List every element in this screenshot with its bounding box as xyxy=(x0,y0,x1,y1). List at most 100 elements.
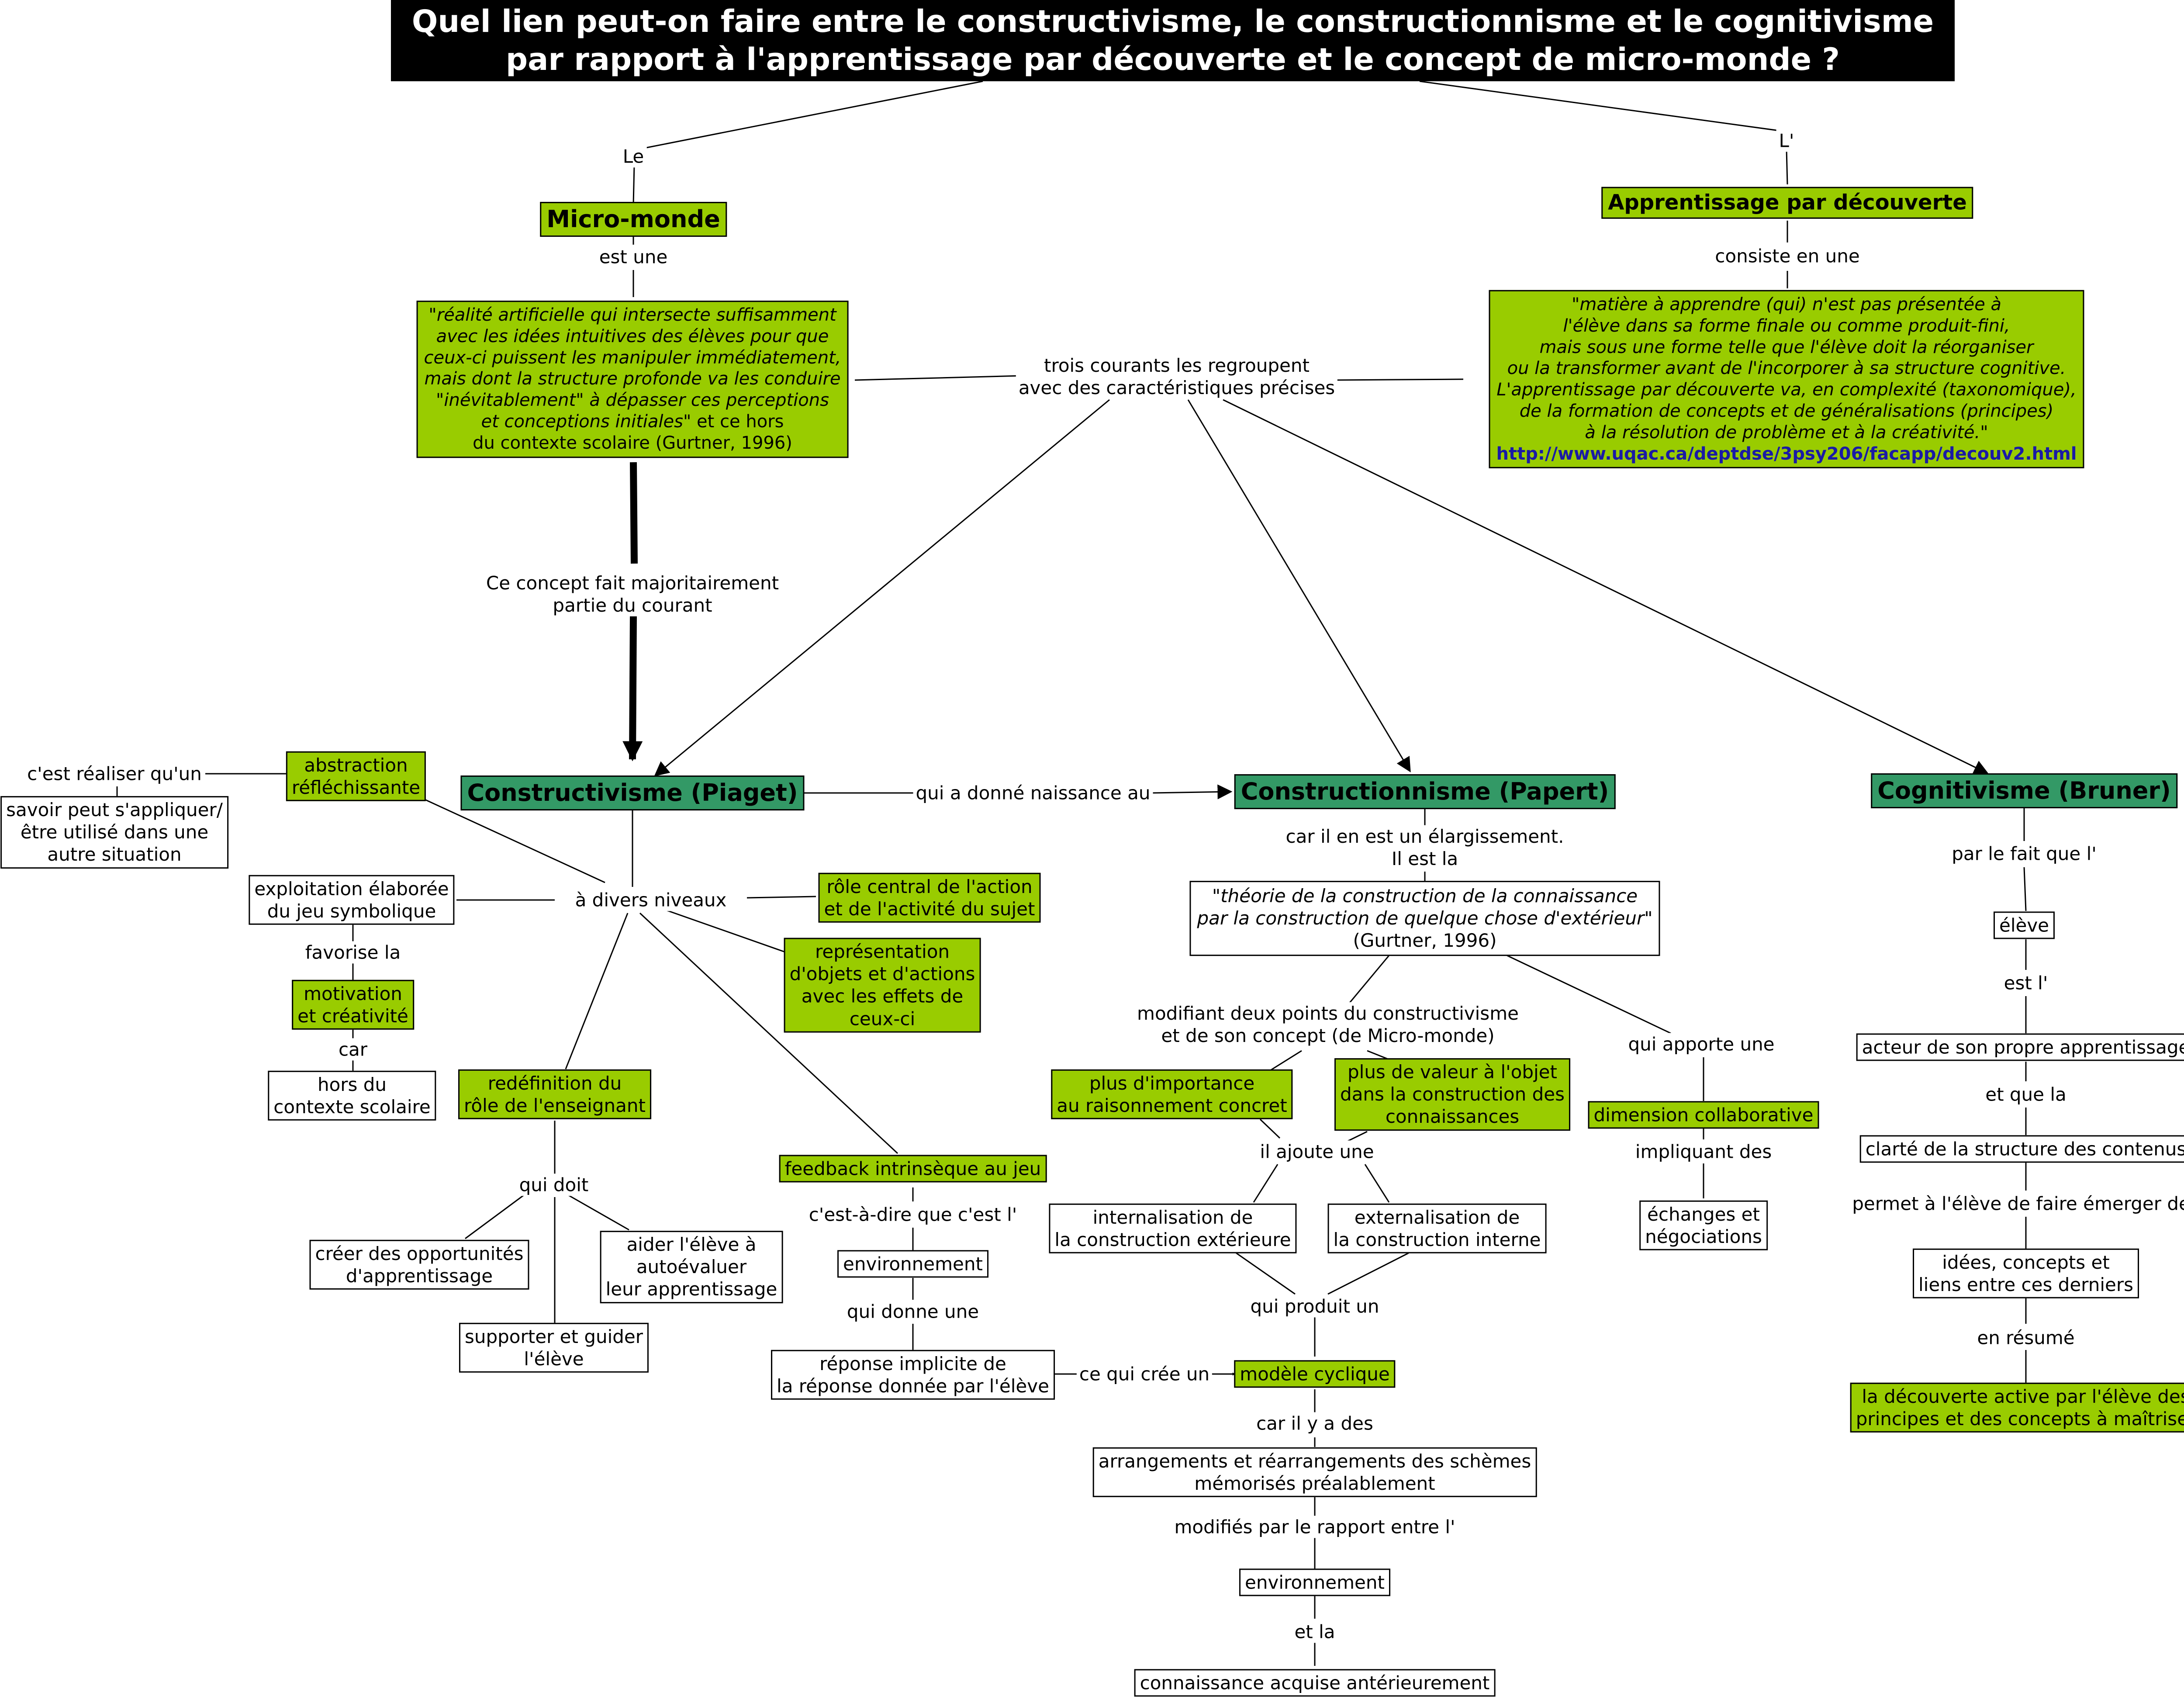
label-par-le-fait: par le fait que l' xyxy=(1949,842,2099,865)
node-line: principes et des concepts à maîtriser xyxy=(1856,1408,2184,1430)
label-line: modifiant deux points du constructivisme xyxy=(1137,1002,1519,1024)
label-il-ajoute: il ajoute une xyxy=(1257,1140,1377,1163)
node-line: savoir peut s'appliquer/ xyxy=(6,799,223,821)
node-eleve: élève xyxy=(1993,911,2055,939)
node-line: connaissances xyxy=(1385,1106,1520,1128)
node-acteur-apprentissage: acteur de son propre apprentissage xyxy=(1856,1033,2184,1061)
node-echanges-negociations: échanges et négociations xyxy=(1639,1200,1768,1251)
node-line: de la formation de concepts et de généra… xyxy=(1519,401,2054,421)
label-et-que-la: et que la xyxy=(1983,1083,2069,1106)
node-environnement-1: environnement xyxy=(837,1250,988,1278)
node-line: dans la construction des xyxy=(1340,1083,1565,1105)
node-line: rôle de l'enseignant xyxy=(464,1095,646,1116)
label-consiste: consiste en une xyxy=(1712,245,1863,267)
node-line: hors du xyxy=(317,1073,387,1095)
node-motivation-creativite: motivation et créativité xyxy=(292,980,414,1030)
label-modifies: modifiés par le rapport entre l' xyxy=(1171,1516,1458,1538)
node-line: plus de valeur à l'objet xyxy=(1347,1061,1557,1083)
node-line: réfléchissante xyxy=(291,777,421,798)
node-line: contexte scolaire xyxy=(273,1096,431,1118)
node-hors-contexte-scolaire: hors du contexte scolaire xyxy=(268,1070,436,1121)
node-modele-cyclique: modèle cyclique xyxy=(1234,1360,1396,1388)
label-cest-realiser: c'est réaliser qu'un xyxy=(24,762,204,785)
label-en-resume: en résumé xyxy=(1974,1326,2077,1349)
label-et-la: et la xyxy=(1292,1620,1338,1643)
node-aider-eleve-autoevaluer: aider l'élève à autoévaluer leur apprent… xyxy=(600,1231,783,1303)
node-line: d'apprentissage xyxy=(346,1265,493,1287)
label-est-l: est l' xyxy=(2001,972,2051,994)
label-line: trois courants les regroupent xyxy=(1044,354,1310,376)
node-line: aider l'élève à xyxy=(626,1234,757,1256)
node-line: négociations xyxy=(1645,1226,1762,1247)
source-url-link[interactable]: http://www.uqac.ca/deptdse/3psy206/facap… xyxy=(1496,443,2077,464)
node-line-part: et ce hors xyxy=(691,412,784,432)
node-idees-concepts: idées, concepts et liens entre ces derni… xyxy=(1913,1248,2139,1299)
node-line: et créativité xyxy=(297,1005,408,1027)
node-line: avec les effets de xyxy=(801,986,964,1007)
node-arrangements-schemes: arrangements et réarrangements des schèm… xyxy=(1092,1447,1537,1498)
node-cognitivisme: Cognitivisme (Bruner) xyxy=(1871,773,2177,808)
node-line: (Gurtner, 1996) xyxy=(1353,930,1497,952)
node-exploitation-jeu-symbolique: exploitation élaborée du jeu symbolique xyxy=(249,875,455,925)
node-decouverte-active: la découverte active par l'élève des pri… xyxy=(1850,1382,2184,1433)
node-representation-objets: représentation d'objets et d'actions ave… xyxy=(784,938,981,1033)
node-dimension-collaborative: dimension collaborative xyxy=(1588,1101,1819,1129)
label-modifiant: modifiant deux points du constructivisme… xyxy=(1134,1002,1521,1047)
node-line: ou la transformer avant de l'incorporer … xyxy=(1507,358,2066,379)
label-car-il-y-a: car il y a des xyxy=(1254,1412,1376,1435)
node-theorie-construction: "théorie de la construction de la connai… xyxy=(1189,881,1660,956)
node-line: internalisation de xyxy=(1092,1206,1253,1228)
node-plus-importance-raisonnement: plus d'importance au raisonnement concre… xyxy=(1051,1069,1293,1120)
node-line: l'élève xyxy=(524,1348,584,1370)
node-line: exploitation élaborée xyxy=(254,878,449,900)
label-car: car xyxy=(335,1038,370,1061)
label-line: Ce concept fait majoritairement xyxy=(486,572,779,594)
node-line: du jeu symbolique xyxy=(267,900,436,922)
map-title: Quel lien peut-on faire entre le constru… xyxy=(391,0,1955,81)
label-est-une: est une xyxy=(596,246,670,268)
label-trois-courants: trois courants les regroupent avec des c… xyxy=(1016,354,1338,399)
node-redefinition-role-enseignant: redéfinition du rôle de l'enseignant xyxy=(458,1069,651,1120)
node-reponse-implicite: réponse implicite de la réponse donnée p… xyxy=(771,1350,1055,1400)
node-supporter-guider: supporter et guider l'élève xyxy=(459,1322,649,1373)
node-line: redéfinition du xyxy=(487,1072,622,1094)
node-line: rôle central de l'action xyxy=(826,876,1033,897)
node-line: mais dont la structure profonde va les c… xyxy=(424,369,841,389)
label-line: car il en est un élargissement. xyxy=(1286,825,1564,847)
node-line: par la construction de quelque chose d'e… xyxy=(1197,907,1653,929)
node-feedback-intrinseque: feedback intrinsèque au jeu xyxy=(779,1155,1047,1183)
node-line: L'apprentissage par découverte va, en co… xyxy=(1496,380,2077,400)
node-line: avec les idées intuitives des élèves pou… xyxy=(436,326,829,347)
node-line: la réponse donnée par l'élève xyxy=(777,1375,1049,1397)
node-role-central-action: rôle central de l'action et de l'activit… xyxy=(818,872,1041,923)
node-line: mais sous une forme telle que l'élève do… xyxy=(1539,337,2034,357)
label-permet: permet à l'élève de faire émerger des xyxy=(1849,1192,2184,1215)
label-a-divers-niveaux: à divers niveaux xyxy=(572,889,729,911)
label-qui-a-donne: qui a donné naissance au xyxy=(913,782,1153,804)
node-connaissance-anterieure: connaissance acquise antérieurement xyxy=(1134,1669,1496,1697)
label-qui-apporte: qui apporte une xyxy=(1625,1033,1777,1056)
node-environnement-2: environnement xyxy=(1239,1568,1390,1596)
title-line-1: Quel lien peut-on faire entre le constru… xyxy=(411,3,1934,39)
node-line: autoévaluer xyxy=(636,1256,747,1278)
node-line: au raisonnement concret xyxy=(1057,1095,1287,1116)
node-line: ceux-ci xyxy=(849,1008,916,1030)
node-line: supporter et guider xyxy=(464,1326,643,1347)
node-line: l'élève dans sa forme finale ou comme pr… xyxy=(1563,315,2010,336)
node-abstraction-reflechissante: abstraction réfléchissante xyxy=(286,751,426,802)
label-impliquant: impliquant des xyxy=(1632,1140,1775,1163)
label-le: Le xyxy=(620,145,647,168)
node-line: être utilisé dans une xyxy=(20,821,209,843)
node-constructionnisme: Constructionnisme (Papert) xyxy=(1234,774,1616,809)
node-line: "inévitablement" à dépasser ces percepti… xyxy=(436,390,829,411)
label-favorise: favorise la xyxy=(302,941,404,964)
node-line: à la résolution de problème et à la créa… xyxy=(1585,422,1988,443)
node-creer-opportunites: créer des opportunités d'apprentissage xyxy=(309,1239,529,1290)
node-apprentissage-definition: "matière à apprendre (qui) n'est pas pré… xyxy=(1489,290,2084,469)
node-line: ceux-ci puissent les manipuler immédiate… xyxy=(424,347,841,368)
node-line: réponse implicite de xyxy=(819,1353,1006,1374)
node-line: "matière à apprendre (qui) n'est pas pré… xyxy=(1572,294,2001,315)
label-l-apos: L' xyxy=(1776,129,1797,152)
